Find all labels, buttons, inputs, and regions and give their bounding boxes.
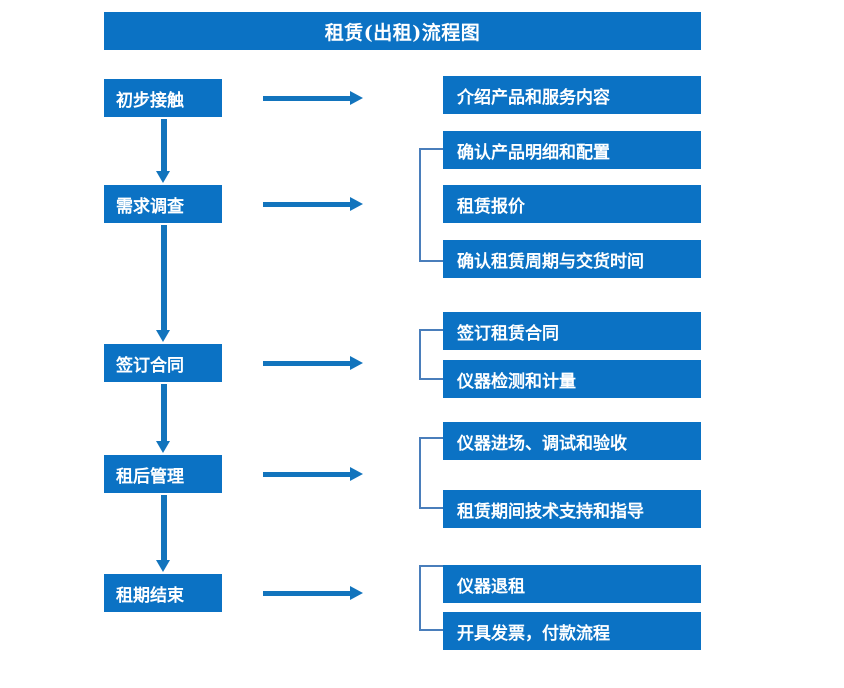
detail-box-4-label: 确认租赁周期与交货时间 [457, 251, 644, 272]
arrow-head [350, 91, 363, 105]
vertical-arrow-4-5 [156, 495, 171, 572]
arrow-head [350, 586, 363, 600]
stage-box-1[interactable]: 初步接触 [104, 79, 222, 117]
detail-box-10[interactable]: 开具发票，付款流程 [443, 612, 701, 650]
detail-box-9[interactable]: 仪器退租 [443, 565, 701, 603]
arrow-head [350, 197, 363, 211]
arrow-head [350, 356, 363, 370]
detail-box-7-label: 仪器进场、调试和验收 [457, 433, 627, 454]
diagram-title-bar: 租赁(出租)流程图 [104, 12, 701, 50]
stage-box-4-label: 租后管理 [116, 466, 184, 487]
bracket-group-3 [419, 329, 443, 380]
detail-box-6-label: 仪器检测和计量 [457, 371, 576, 392]
detail-box-8-label: 租赁期间技术支持和指导 [457, 501, 644, 522]
arrow-head [156, 560, 170, 572]
stage-box-2[interactable]: 需求调查 [104, 185, 222, 223]
stage-box-1-label: 初步接触 [116, 90, 184, 111]
detail-box-1-label: 介绍产品和服务内容 [457, 87, 610, 108]
horizontal-arrow-3 [263, 356, 363, 370]
detail-box-4[interactable]: 确认租赁周期与交货时间 [443, 240, 701, 278]
horizontal-arrow-2 [263, 197, 363, 211]
detail-box-8[interactable]: 租赁期间技术支持和指导 [443, 490, 701, 528]
vertical-arrow-2-3 [156, 225, 171, 342]
arrow-shaft [263, 361, 351, 366]
detail-box-1[interactable]: 介绍产品和服务内容 [443, 76, 701, 114]
vertical-arrow-3-4 [156, 384, 171, 453]
horizontal-arrow-4 [263, 467, 363, 481]
arrow-head [156, 171, 170, 183]
arrow-head [350, 467, 363, 481]
arrow-shaft [161, 495, 167, 560]
detail-box-7[interactable]: 仪器进场、调试和验收 [443, 422, 701, 460]
arrow-shaft [263, 96, 351, 101]
stage-box-2-label: 需求调查 [116, 196, 184, 217]
arrow-shaft [161, 225, 167, 330]
detail-box-2[interactable]: 确认产品明细和配置 [443, 131, 701, 169]
horizontal-arrow-5 [263, 586, 363, 600]
bracket-group-2 [419, 148, 443, 262]
arrow-shaft [263, 591, 351, 596]
detail-box-3-label: 租赁报价 [457, 196, 525, 217]
arrow-shaft [161, 384, 167, 441]
detail-box-5-label: 签订租赁合同 [457, 323, 559, 344]
detail-box-2-label: 确认产品明细和配置 [457, 142, 610, 163]
arrow-shaft [161, 119, 167, 171]
arrow-shaft [263, 202, 351, 207]
page-title: 租赁(出租)流程图 [324, 21, 481, 44]
horizontal-arrow-1 [263, 91, 363, 105]
stage-box-3-label: 签订合同 [116, 355, 184, 376]
bracket-group-5 [419, 565, 443, 631]
stage-box-5[interactable]: 租期结束 [104, 574, 222, 612]
stage-box-4[interactable]: 租后管理 [104, 455, 222, 493]
arrow-head [156, 330, 170, 342]
detail-box-5[interactable]: 签订租赁合同 [443, 312, 701, 350]
detail-box-9-label: 仪器退租 [457, 576, 525, 597]
detail-box-6[interactable]: 仪器检测和计量 [443, 360, 701, 398]
arrow-head [156, 441, 170, 453]
bracket-group-4 [419, 437, 443, 509]
vertical-arrow-1-2 [156, 119, 171, 183]
detail-box-3[interactable]: 租赁报价 [443, 185, 701, 223]
stage-box-3[interactable]: 签订合同 [104, 344, 222, 382]
arrow-shaft [263, 472, 351, 477]
detail-box-10-label: 开具发票，付款流程 [457, 623, 610, 644]
stage-box-5-label: 租期结束 [116, 585, 184, 606]
